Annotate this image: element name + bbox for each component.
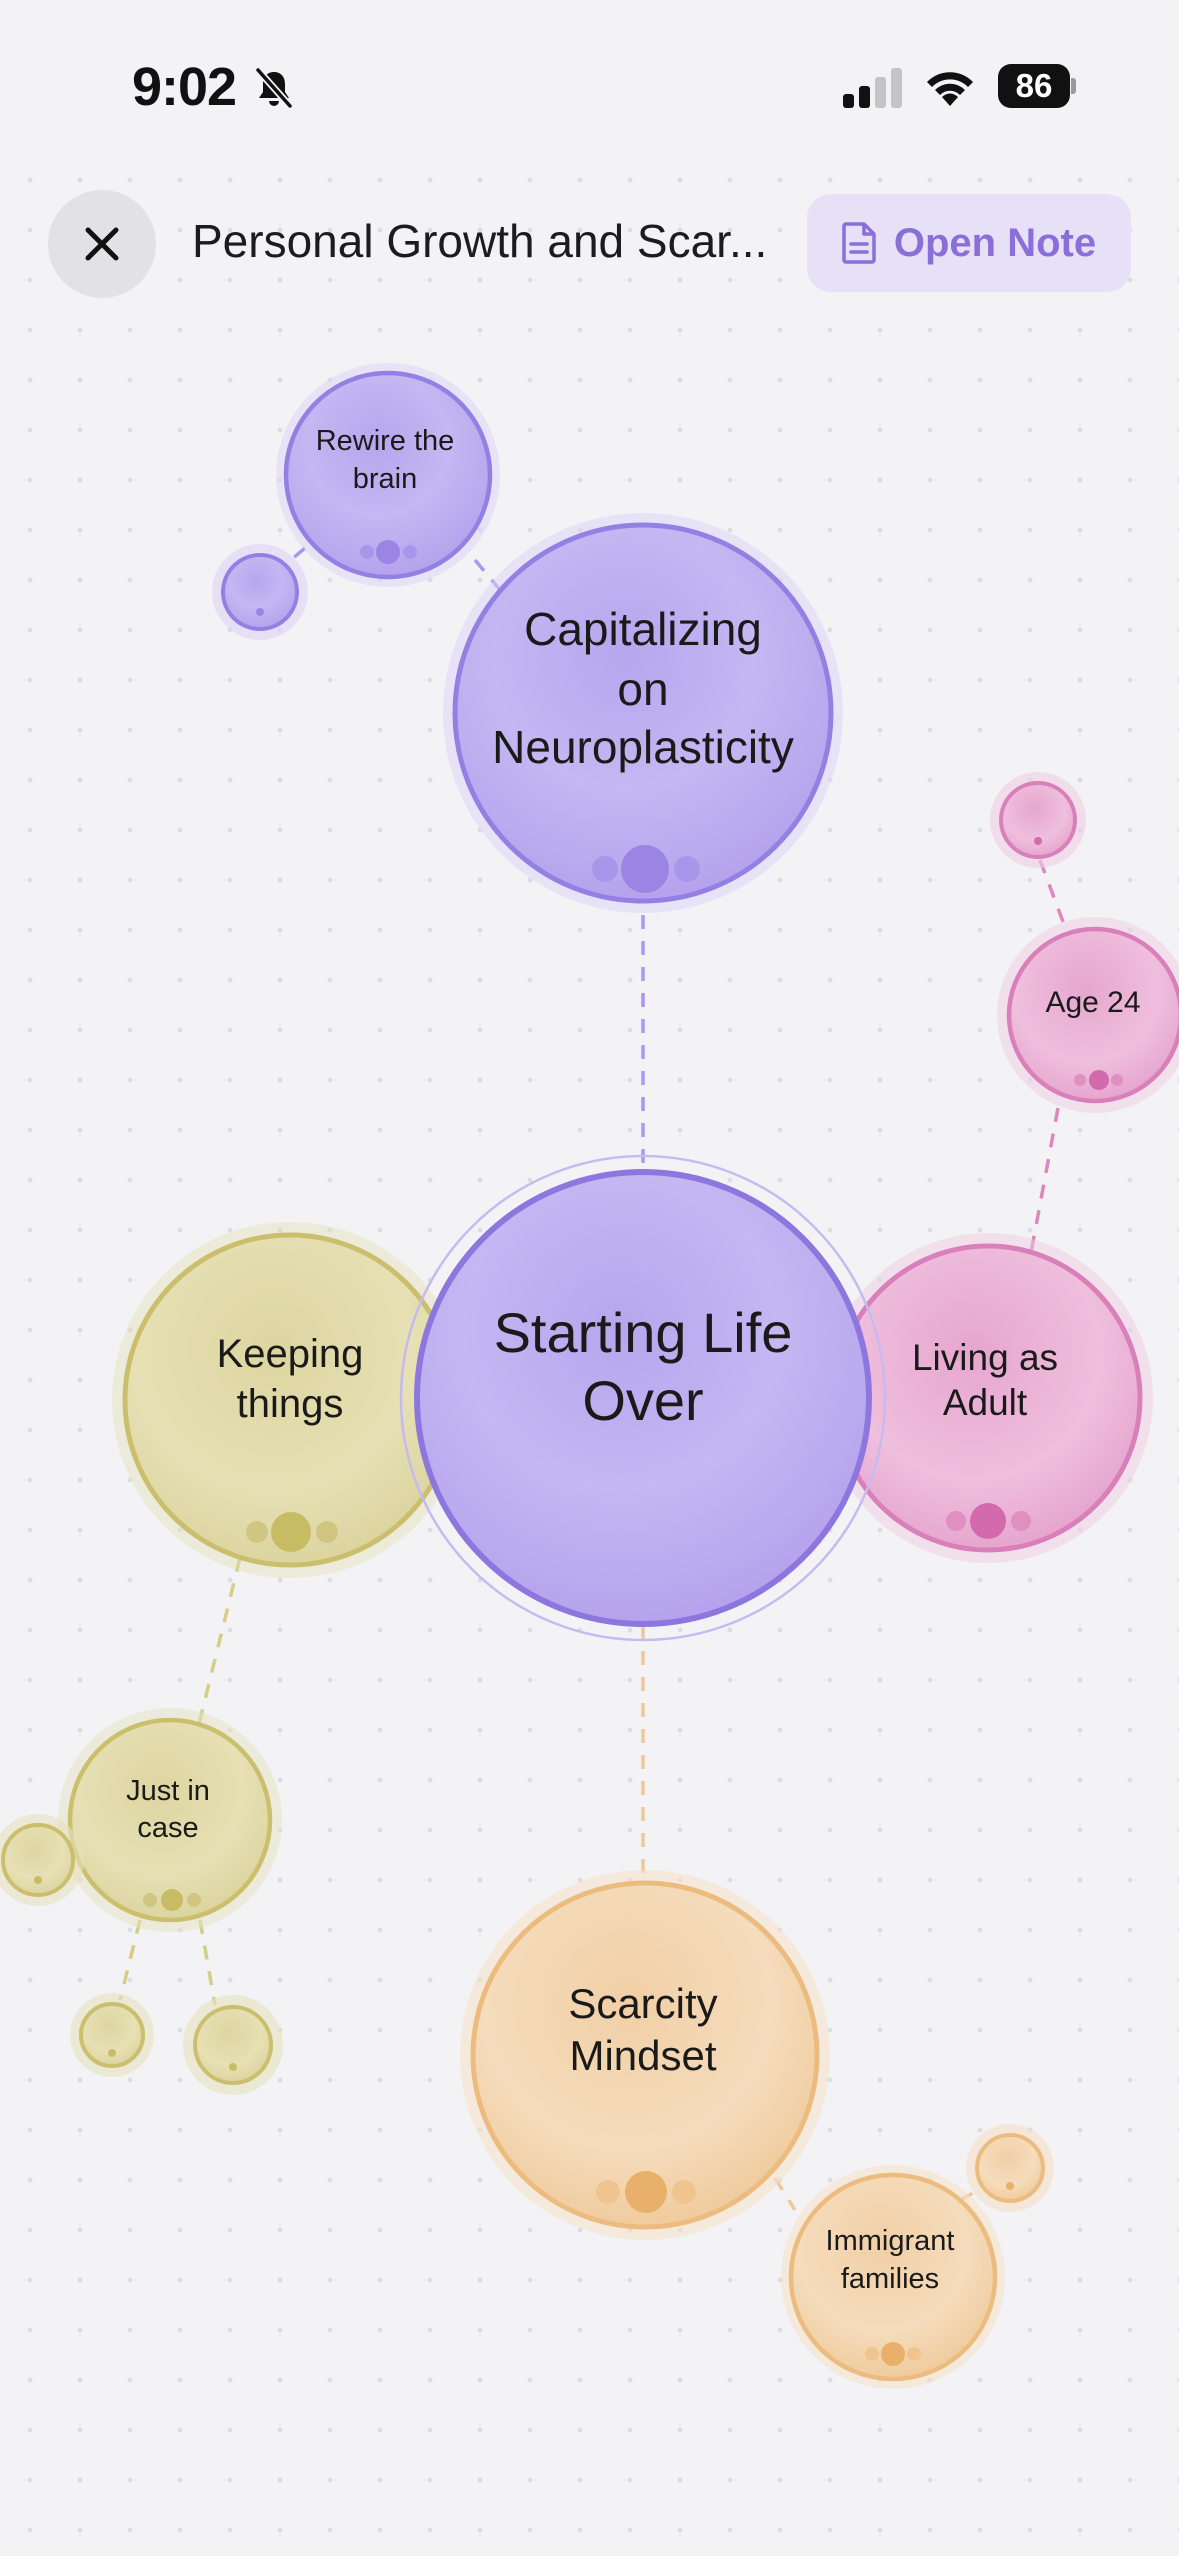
node-living-as-adult[interactable]: Living as Adult: [823, 1233, 1153, 1563]
status-bar: 9:02 86: [0, 0, 1179, 150]
edge-keeping-justincase: [196, 1557, 242, 1729]
node-justincase-label-1: Just in: [126, 1775, 210, 1807]
edge-living-age24: [1028, 1107, 1060, 1259]
node-immigrant-label-2: families: [841, 2263, 939, 2295]
node-justincase-label-2: case: [137, 1812, 198, 1844]
close-icon: [85, 227, 119, 261]
node-age24-label: Age 24: [1045, 986, 1140, 1019]
status-time: 9:02: [132, 57, 237, 117]
node-living-label-2: Adult: [943, 1382, 1028, 1423]
bell-slash-icon: [255, 67, 293, 109]
node-capitalizing-neuroplasticity[interactable]: Capitalizing on Neuroplasticity: [443, 513, 843, 913]
document-icon: [842, 222, 876, 264]
node-scarcity-label-2: Mindset: [569, 2032, 716, 2079]
edge-justincase-small-bl: [118, 1919, 142, 2001]
edge-age24-small: [1038, 859, 1070, 936]
graph-edges: [118, 546, 1070, 2211]
node-capitalizing-label-2: on: [617, 663, 668, 715]
edge-justincase-small-br: [198, 1919, 217, 2006]
node-small-purple[interactable]: [212, 544, 308, 640]
node-center-label-2: Over: [582, 1369, 703, 1432]
node-immigrant-families[interactable]: Immigrant families: [781, 2165, 1005, 2389]
edge-scarcity-immigrant: [773, 2177, 797, 2211]
node-keeping-label-1: Keeping: [217, 1332, 364, 1376]
battery-icon: 86: [998, 64, 1076, 108]
close-button[interactable]: [48, 190, 156, 298]
battery-tip: [1071, 78, 1076, 94]
node-scarcity-mindset[interactable]: Scarcity Mindset: [460, 1870, 830, 2240]
battery-level: 86: [998, 64, 1070, 108]
node-keeping-label-2: things: [237, 1382, 344, 1426]
wifi-icon: [927, 72, 973, 106]
open-note-button[interactable]: Open Note: [807, 194, 1131, 292]
node-capitalizing-label-1: Capitalizing: [524, 603, 762, 655]
node-rewire-label-1: Rewire the: [316, 425, 455, 457]
node-just-in-case[interactable]: Just in case: [58, 1708, 282, 1932]
node-rewire-label-2: brain: [353, 463, 418, 495]
open-note-label: Open Note: [893, 220, 1097, 265]
node-living-label-1: Living as: [912, 1337, 1058, 1378]
node-rewire-the-brain[interactable]: Rewire the brain: [276, 363, 500, 587]
node-starting-life-over[interactable]: Starting Life Over: [399, 1154, 887, 1642]
node-immigrant-label-1: Immigrant: [826, 2225, 955, 2257]
cellular-signal-icon: [843, 68, 902, 108]
node-small-olive-bottom-right[interactable]: [183, 1995, 283, 2095]
header: Personal Growth and Scar... Open Note: [0, 150, 1179, 330]
node-scarcity-label-1: Scarcity: [568, 1980, 717, 2027]
node-small-pink[interactable]: [990, 772, 1086, 868]
edge-rewire-small: [283, 546, 307, 567]
node-keeping-things[interactable]: Keeping things: [112, 1222, 468, 1578]
node-capitalizing-label-3: Neuroplasticity: [492, 721, 794, 773]
node-small-orange[interactable]: [966, 2124, 1054, 2212]
node-small-olive-left[interactable]: [0, 1814, 84, 1906]
node-center-label-1: Starting Life: [494, 1301, 793, 1364]
node-small-olive-bottom-left[interactable]: [70, 1993, 154, 2077]
node-age-24[interactable]: Age 24: [997, 917, 1179, 1113]
